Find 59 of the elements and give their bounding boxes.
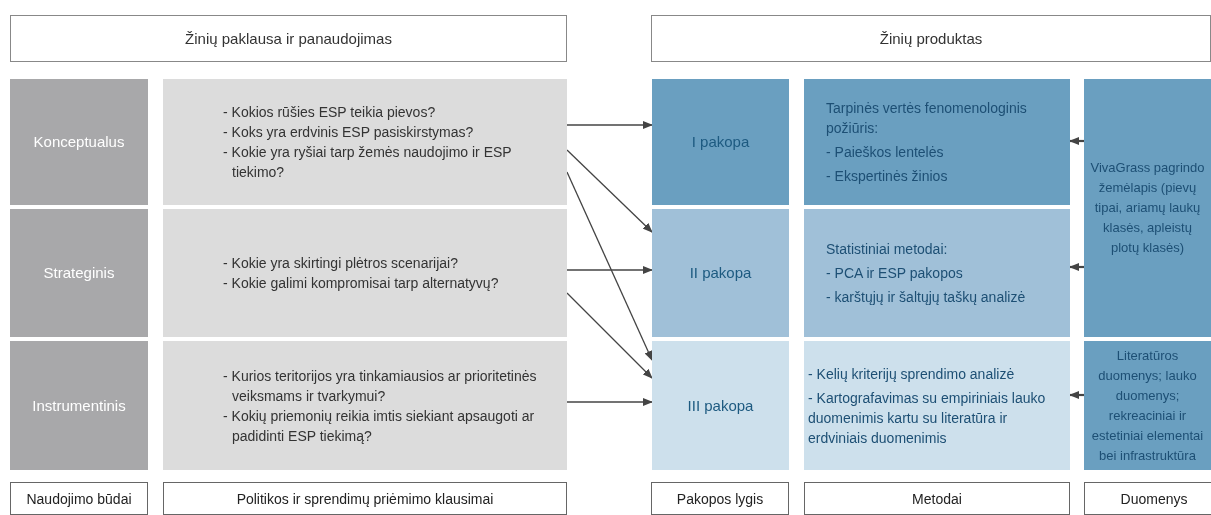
method-box bbox=[804, 209, 1070, 337]
cell-text: Strateginis bbox=[42, 263, 116, 283]
cell-text: Duomenys bbox=[1119, 489, 1189, 509]
cell-text: - Ekspertinės žinios bbox=[826, 167, 949, 186]
cell-text: - Kartografavimas su empiriniais lauko duomenimis kartu su literatūra ir erdviniais duomenimis bbox=[808, 388, 1047, 448]
question-box bbox=[163, 79, 567, 205]
cell-text: Žinių produktas bbox=[878, 28, 984, 49]
arrow bbox=[566, 292, 653, 379]
arrow bbox=[566, 266, 653, 274]
footer-box bbox=[163, 482, 567, 515]
arrow bbox=[566, 121, 653, 129]
arrow bbox=[1069, 137, 1084, 145]
cell-text: - Koks yra erdvinis ESP pasiskirstymas? bbox=[223, 123, 475, 142]
header-box bbox=[10, 15, 567, 62]
cell-text: - Kurios teritorijos yra tinkamiausios ar prioritetinės veiksmams ir tvarkymui? bbox=[223, 366, 538, 406]
cell-text: - PCA ir ESP pakopos bbox=[826, 264, 964, 283]
footer-box bbox=[1084, 482, 1211, 515]
cell-text: - karštųjų ir šaltųjų taškų analizė bbox=[826, 288, 1027, 307]
cell-text: - Kokie yra ryšiai tarp žemės naudojimo ir ESP tiekimo? bbox=[223, 143, 513, 182]
cell-text: Pakopos lygis bbox=[675, 489, 765, 509]
header-box bbox=[651, 15, 1211, 62]
cell-text: - Kokie yra skirtingi plėtros scenarijai? bbox=[223, 254, 459, 273]
row-label-box bbox=[10, 341, 148, 470]
footer-box bbox=[804, 482, 1070, 515]
level-box bbox=[652, 79, 789, 205]
method-box bbox=[804, 79, 1070, 205]
row-label-box bbox=[10, 209, 148, 337]
cell-text: Instrumentinis bbox=[31, 395, 127, 416]
level-box bbox=[652, 341, 789, 470]
footer-box bbox=[651, 482, 789, 515]
cell-text: II pakopa bbox=[688, 263, 753, 283]
data-box bbox=[1084, 79, 1211, 337]
cell-text: Statistiniai metodai: bbox=[826, 240, 949, 259]
level-box bbox=[652, 209, 789, 337]
cell-text: Naudojimo būdai bbox=[25, 489, 133, 509]
cell-text: - Kokie galimi kompromisai tarp alternatyvų? bbox=[223, 274, 500, 293]
question-box bbox=[163, 209, 567, 337]
cell-text: Žinių paklausa ir panaudojimas bbox=[184, 28, 393, 49]
arrow bbox=[566, 149, 653, 233]
row-label-box bbox=[10, 79, 148, 205]
cell-text: Tarpinės vertės fenomenologinis požiūris: bbox=[826, 99, 1028, 138]
cell-text: Politikos ir sprendimų priėmimo klausimai bbox=[235, 489, 495, 509]
question-box bbox=[163, 341, 567, 470]
cell-text: Metodai bbox=[911, 489, 963, 509]
footer-box bbox=[10, 482, 148, 515]
data-box bbox=[1084, 341, 1211, 470]
cell-text: - Kelių kriterijų sprendimo analizė bbox=[808, 364, 1016, 384]
cell-text: Literatūros duomenys; lauko duomenys; rekreaciniai ir estetiniai elementai bei infrastruktūra bbox=[1090, 346, 1205, 465]
arrow bbox=[566, 398, 653, 406]
cell-text: VivaGrass pagrindo žemėlapis (pievų tipai, ariamų laukų klasės, apleistų plotų klasės) bbox=[1089, 159, 1206, 257]
cell-text: - Kokių priemonių reikia imtis siekiant apsaugoti ar padidinti ESP tiekimą? bbox=[223, 406, 536, 446]
cell-text: - Paieškos lentelės bbox=[826, 143, 945, 162]
arrow bbox=[1069, 263, 1084, 271]
cell-text: I pakopa bbox=[690, 132, 751, 152]
method-box bbox=[804, 341, 1070, 470]
cell-text: Konceptualus bbox=[32, 132, 126, 152]
cell-text: - Kokios rūšies ESP teikia pievos? bbox=[223, 103, 437, 122]
cell-text: III pakopa bbox=[686, 395, 755, 416]
arrow bbox=[1069, 391, 1084, 399]
